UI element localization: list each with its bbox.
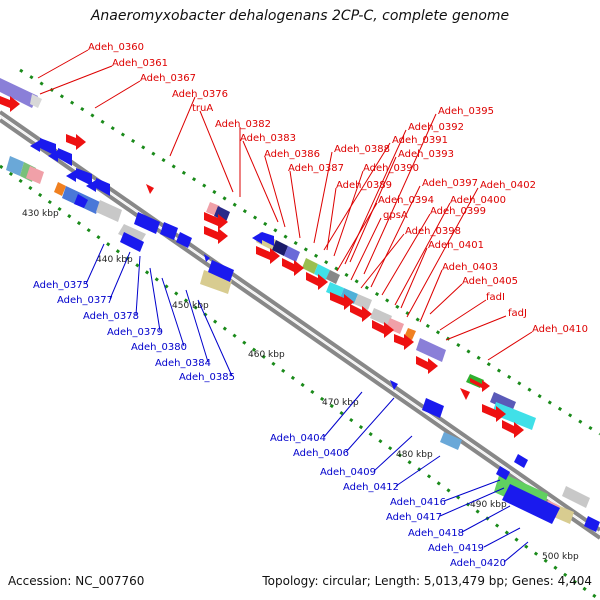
- category-blocks: [0, 78, 590, 524]
- kbp-tick-label: 430 kbp: [22, 209, 59, 219]
- gene-label[interactable]: Adeh_0390: [363, 163, 419, 174]
- gene-label[interactable]: Adeh_0388: [334, 144, 390, 155]
- gene-label[interactable]: truA: [192, 103, 213, 114]
- gene-label[interactable]: Adeh_0360: [88, 42, 144, 53]
- gene-label[interactable]: Adeh_0404: [270, 433, 326, 444]
- gene-label[interactable]: Adeh_0361: [112, 58, 168, 69]
- topology-text: Topology: circular; Length: 5,013,479 bp…: [262, 574, 592, 588]
- kbp-tick-label: 470 kbp: [322, 398, 359, 408]
- gene-label[interactable]: Adeh_0405: [462, 276, 518, 287]
- accession-text: Accession: NC_007760: [8, 574, 145, 588]
- scale-track-bottom: [0, 164, 600, 600]
- gene-label[interactable]: Adeh_0397: [422, 178, 478, 189]
- genome-title: Anaeromyxobacter dehalogenans 2CP-C, com…: [90, 8, 510, 24]
- gene-label[interactable]: Adeh_0386: [264, 149, 320, 160]
- gene-label[interactable]: fadI: [486, 292, 505, 303]
- gene-label[interactable]: Adeh_0384: [155, 358, 211, 369]
- kbp-tick-label: 480 kbp: [396, 450, 433, 460]
- kbp-tick-label: 460 kbp: [248, 350, 285, 360]
- gene-label[interactable]: Adeh_0379: [107, 327, 163, 338]
- reverse-genes: [30, 138, 600, 532]
- gene-label[interactable]: fadJ: [508, 308, 527, 319]
- kbp-tick-label: 440 kbp: [96, 255, 133, 265]
- gene-label[interactable]: Adeh_0389: [336, 180, 392, 191]
- gene-label[interactable]: Adeh_0417: [386, 512, 442, 523]
- gene-label[interactable]: Adeh_0383: [240, 133, 296, 144]
- gene-label[interactable]: Adeh_0393: [398, 149, 454, 160]
- top-gene-labels: [37, 49, 533, 361]
- gene-label[interactable]: Adeh_0418: [408, 528, 464, 539]
- gene-label[interactable]: Adeh_0395: [438, 106, 494, 117]
- gene-label[interactable]: Adeh_0391: [392, 135, 448, 146]
- top-gene-label-texts: Adeh_0360 Adeh_0361 Adeh_0367 Adeh_0376 …: [88, 42, 588, 335]
- gene-label[interactable]: Adeh_0399: [430, 206, 486, 217]
- gene-label[interactable]: Adeh_0392: [408, 122, 464, 133]
- gene-label[interactable]: Adeh_0410: [532, 324, 588, 335]
- gene-label[interactable]: Adeh_0398: [405, 226, 461, 237]
- gene-label[interactable]: Adeh_0380: [131, 342, 187, 353]
- gene-label[interactable]: Adeh_0403: [442, 262, 498, 273]
- gene-label[interactable]: Adeh_0416: [390, 497, 446, 508]
- gene-label[interactable]: Adeh_0376: [172, 89, 228, 100]
- gene-label[interactable]: Adeh_0402: [480, 180, 536, 191]
- gene-label[interactable]: Adeh_0419: [428, 543, 484, 554]
- gene-label[interactable]: Adeh_0400: [450, 195, 506, 206]
- kbp-tick-label: 490 kbp: [470, 500, 507, 510]
- gene-label[interactable]: Adeh_0385: [179, 372, 235, 383]
- gene-label[interactable]: Adeh_0409: [320, 467, 376, 478]
- gene-label[interactable]: gpsA: [383, 210, 408, 221]
- gene-label[interactable]: Adeh_0387: [288, 163, 344, 174]
- gene-label[interactable]: Adeh_0406: [293, 448, 349, 459]
- bottom-gene-labels: [85, 243, 529, 563]
- gene-label[interactable]: Adeh_0382: [215, 119, 271, 130]
- gene-label[interactable]: Adeh_0377: [57, 295, 113, 306]
- scale-track-top: [19, 68, 600, 436]
- gene-label[interactable]: Adeh_0378: [83, 311, 139, 322]
- gene-label[interactable]: Adeh_0412: [343, 482, 399, 493]
- kbp-tick-label: 500 kbp: [542, 552, 579, 562]
- gene-label[interactable]: Adeh_0420: [450, 558, 506, 569]
- forward-genes: [0, 96, 524, 438]
- gene-label[interactable]: Adeh_0367: [140, 73, 196, 84]
- gene-label[interactable]: Adeh_0394: [378, 195, 434, 206]
- gene-label[interactable]: Adeh_0401: [428, 240, 484, 251]
- bottom-gene-label-texts: Adeh_0375 Adeh_0377 Adeh_0378 Adeh_0379 …: [33, 280, 506, 569]
- gene-label[interactable]: Adeh_0375: [33, 280, 89, 291]
